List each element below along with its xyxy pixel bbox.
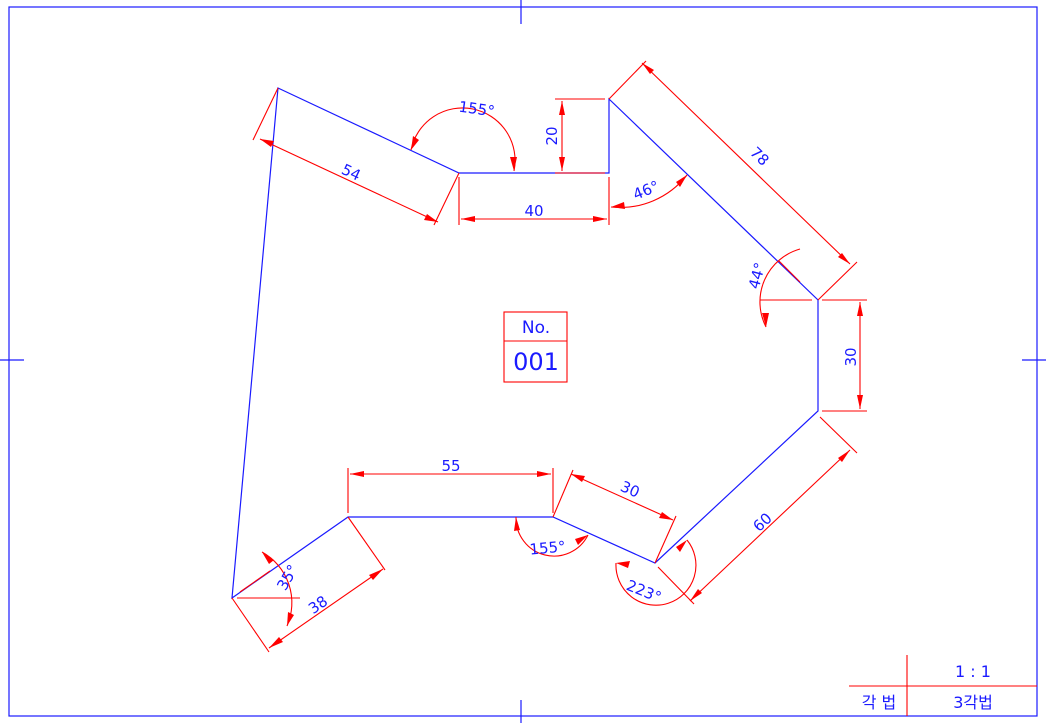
projection-label: 각 법 (862, 693, 897, 712)
dim-30-bottom (552, 469, 677, 564)
dim-38-label: 38 (305, 592, 331, 618)
scale-value: 1 : 1 (955, 662, 991, 681)
dim-30-right-label: 30 (842, 347, 860, 366)
part-number-value: 001 (513, 348, 559, 376)
angle-155-top-label: 155° (458, 98, 496, 121)
dim-78 (608, 60, 858, 301)
dim-60 (657, 416, 858, 605)
drawing-frame (8, 6, 1038, 717)
dim-55-label: 55 (441, 457, 460, 475)
dim-30-right (822, 299, 867, 412)
part-number-box: No. 001 (503, 311, 568, 383)
dim-78-label: 78 (746, 143, 772, 169)
dim-20-label: 20 (543, 126, 561, 145)
part-number-label: No. (522, 318, 550, 338)
angle-223 (615, 539, 697, 606)
dim-54 (252, 87, 460, 226)
angle-46 (610, 174, 688, 209)
dim-40-label: 40 (524, 202, 543, 220)
dim-38 (231, 516, 386, 653)
angle-155-bottom-label: 155° (529, 537, 567, 558)
angle-44 (759, 248, 812, 328)
angle-155-bottom (514, 516, 589, 557)
dim-55 (347, 468, 554, 513)
dim-54-label: 54 (339, 160, 364, 184)
angle-46-label: 46° (630, 177, 661, 204)
dim-20 (555, 98, 605, 174)
projection-value: 3각법 (953, 693, 993, 712)
angle-44-label: 44° (745, 261, 769, 291)
dim-60-label: 60 (749, 509, 775, 535)
angle-35 (237, 551, 300, 627)
dim-30-bottom-label: 30 (618, 477, 643, 501)
angle-155-top (410, 107, 517, 172)
dim-40 (458, 177, 610, 225)
title-block: 1 : 1 각 법 3각법 (849, 655, 1037, 716)
angle-223-label: 223° (624, 576, 664, 606)
part-outline (231, 87, 819, 600)
